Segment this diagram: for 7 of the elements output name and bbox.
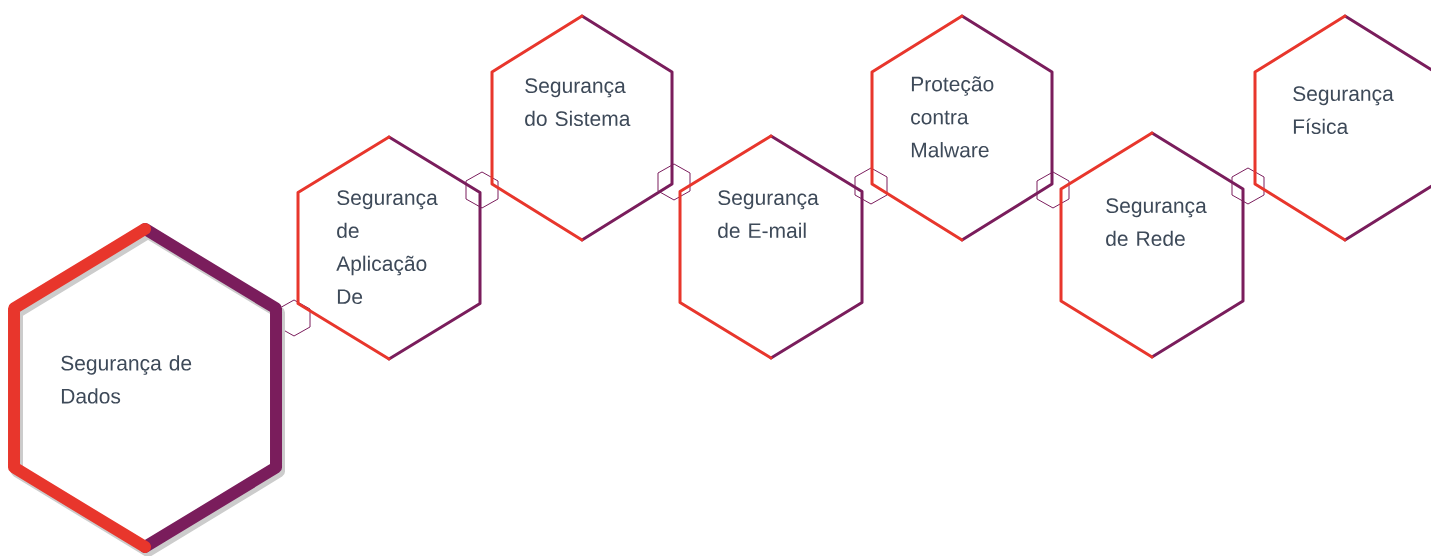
hexagon: Segurança de Dados (8, 223, 285, 556)
hexagon: Segurança de E-mail (678, 134, 864, 360)
hexagon: Proteção contra Malware (870, 14, 1054, 242)
hexagon: Segurança de Rede (1059, 131, 1245, 359)
hexagon: Segurança de Aplicação De (296, 135, 482, 361)
hexagon: Segurança do Sistema (490, 14, 674, 242)
hexagon: Segurança Física (1253, 14, 1431, 242)
